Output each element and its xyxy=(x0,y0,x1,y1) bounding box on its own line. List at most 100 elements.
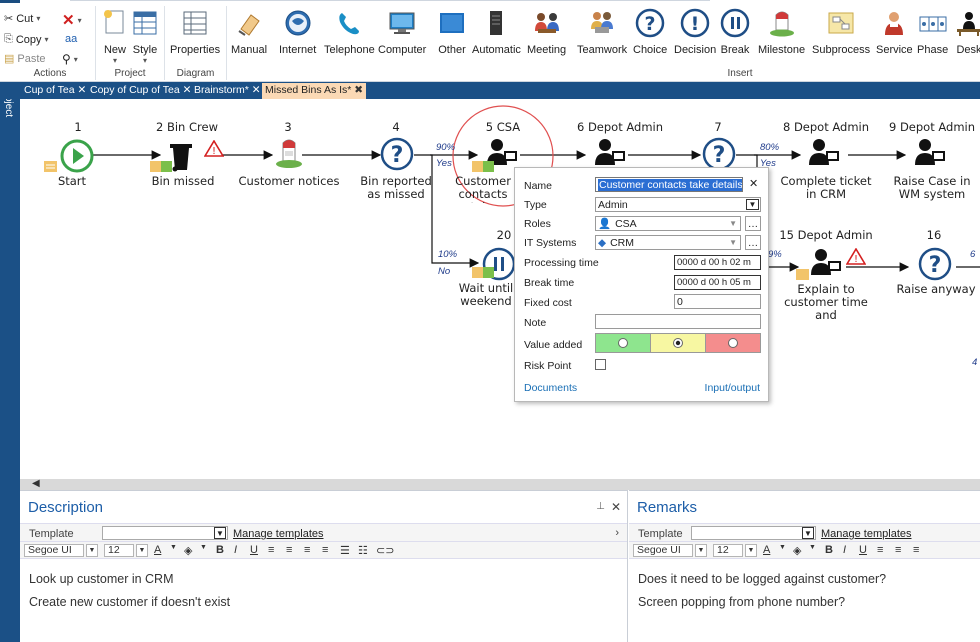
chevron-down-icon[interactable]: ▼ xyxy=(200,544,207,551)
chevron-down-icon[interactable]: ▼ xyxy=(695,544,707,557)
insert-subprocess-button[interactable]: Subprocess xyxy=(812,8,870,66)
documents-link[interactable]: Documents xyxy=(524,382,578,394)
description-text-line[interactable]: Look up customer in CRM xyxy=(29,572,174,586)
align-left-icon[interactable]: ≡ xyxy=(268,544,275,556)
link-icon[interactable]: ⊂⊃ xyxy=(376,545,395,557)
tab-missed-bins-as-is[interactable]: Missed Bins As Is* ✖ xyxy=(262,83,367,99)
italic-icon[interactable]: I xyxy=(234,544,238,556)
roles-select[interactable]: 👤 CSA ▼ xyxy=(595,216,741,231)
risk-point-checkbox[interactable] xyxy=(595,359,606,370)
note-icon[interactable] xyxy=(796,269,810,284)
cut-button[interactable]: ✂ Cut▾ xyxy=(4,12,41,26)
font-select[interactable]: Segoe UI xyxy=(633,544,693,557)
bold-icon[interactable]: B xyxy=(216,544,224,556)
insert-decision-button[interactable]: !Decision xyxy=(674,8,716,66)
properties-button[interactable]: Properties xyxy=(170,8,220,66)
justify-icon[interactable]: ≡ xyxy=(322,544,329,556)
insert-service-button[interactable]: Service xyxy=(876,8,913,66)
align-right-icon[interactable]: ≡ xyxy=(913,544,920,556)
description-text-line[interactable]: Create new customer if doesn't exist xyxy=(29,595,231,609)
close-icon[interactable]: ✕ xyxy=(610,500,621,514)
note-icon[interactable] xyxy=(150,161,174,176)
processing-time-field[interactable]: 0000 d 00 h 02 m xyxy=(674,255,761,270)
tab-copy-of-cup-of-tea[interactable]: Copy of Cup of Tea ✕ xyxy=(90,84,192,96)
bullet-list-icon[interactable]: ☰ xyxy=(340,545,350,557)
start-icon[interactable] xyxy=(60,139,94,176)
align-left-icon[interactable]: ≡ xyxy=(877,544,884,556)
align-right-icon[interactable]: ≡ xyxy=(304,544,311,556)
chevron-down-icon[interactable]: ▼ xyxy=(779,544,786,551)
it-systems-select[interactable]: ◆ CRM ▼ xyxy=(595,235,741,250)
new-button[interactable]: New ▾ xyxy=(100,8,130,66)
risk-warning-icon[interactable]: ! xyxy=(203,139,225,160)
chevron-down-icon[interactable]: ▼ xyxy=(86,544,98,557)
person-computer-icon[interactable] xyxy=(808,137,842,172)
insert-teamwork-button[interactable]: Teamwork xyxy=(577,8,627,66)
scroll-left-icon[interactable]: ◀ xyxy=(32,478,40,489)
type-select[interactable]: Admin ▼ xyxy=(595,197,761,212)
insert-phase-button[interactable]: Phase xyxy=(917,8,948,66)
underline-icon[interactable]: U xyxy=(859,544,867,556)
activity-properties-popup[interactable]: Name Customer contacts take details ✕ Ty… xyxy=(514,167,769,402)
remarks-text-line[interactable]: Screen popping from phone number? xyxy=(638,595,846,609)
note-icon[interactable] xyxy=(44,161,58,176)
name-field[interactable]: Customer contacts take details xyxy=(595,177,743,192)
font-select[interactable]: Segoe UI xyxy=(24,544,84,557)
chevron-down-icon[interactable]: ▼ xyxy=(809,544,816,551)
choice-icon[interactable]: ? xyxy=(702,137,736,174)
bin-icon[interactable] xyxy=(166,138,196,175)
diagram-canvas[interactable]: 1 Start 2 Bin Crew ! Bin missed 3 Custom… xyxy=(20,99,980,479)
manage-templates-link[interactable]: Manage templates xyxy=(821,528,912,540)
chevron-down-icon[interactable]: ▼ xyxy=(745,544,757,557)
size-select[interactable]: 12 xyxy=(104,544,134,557)
milestone-icon[interactable] xyxy=(274,137,304,174)
format-text-button[interactable]: aa xyxy=(65,33,78,45)
template-select[interactable]: ▼ xyxy=(691,526,816,540)
risk-warning-icon[interactable]: ! xyxy=(845,247,867,268)
insert-telephone-button[interactable]: Telephone xyxy=(324,8,375,66)
delete-button[interactable]: ✕▾ xyxy=(62,12,82,29)
size-select[interactable]: 12 xyxy=(713,544,743,557)
break-time-field[interactable]: 0000 d 00 h 05 m xyxy=(674,275,761,290)
value-added-green-option[interactable] xyxy=(596,334,651,352)
remarks-text-line[interactable]: Does it need to be logged against custom… xyxy=(638,572,887,586)
note-field[interactable] xyxy=(595,314,761,329)
fixed-cost-field[interactable]: 0 xyxy=(674,294,761,309)
expand-icon[interactable]: › xyxy=(615,527,619,539)
highlight-icon[interactable]: ◈ xyxy=(793,545,802,557)
note-icon[interactable] xyxy=(472,267,496,282)
manage-templates-link[interactable]: Manage templates xyxy=(233,528,324,540)
input-output-link[interactable]: Input/output xyxy=(704,382,760,394)
align-center-icon[interactable]: ≡ xyxy=(286,544,293,556)
close-popup-icon[interactable]: ✕ xyxy=(749,178,759,190)
tab-cup-of-tea[interactable]: Cup of Tea ✕ xyxy=(24,84,87,96)
pin-icon[interactable]: ⊥ xyxy=(596,501,605,512)
underline-icon[interactable]: U xyxy=(250,544,258,556)
choice-icon[interactable]: ? xyxy=(918,247,952,284)
value-added-yellow-option[interactable] xyxy=(651,334,706,352)
chevron-down-icon[interactable]: ▼ xyxy=(136,544,148,557)
font-color-icon[interactable]: A xyxy=(154,544,162,556)
note-icon[interactable] xyxy=(472,161,496,176)
person-computer-icon[interactable] xyxy=(594,137,628,172)
insert-computer-button[interactable]: Computer xyxy=(378,8,426,66)
person-computer-icon[interactable] xyxy=(810,247,844,282)
numbered-list-icon[interactable]: ☷ xyxy=(358,545,368,557)
roles-more-button[interactable]: … xyxy=(745,216,761,231)
insert-break-button[interactable]: Break xyxy=(720,8,750,66)
paste-button[interactable]: ▤ Paste xyxy=(4,52,46,66)
insert-internet-button[interactable]: Internet xyxy=(279,8,316,66)
italic-icon[interactable]: I xyxy=(843,544,847,556)
close-icon[interactable]: ✕ xyxy=(182,84,192,96)
highlight-icon[interactable]: ◈ xyxy=(184,545,193,557)
insert-milestone-button[interactable]: Milestone xyxy=(758,8,805,66)
insert-choice-button[interactable]: ?Choice xyxy=(633,8,667,66)
horizontal-scrollbar[interactable]: ◀ xyxy=(20,478,980,490)
tab-brainstorm[interactable]: Brainstorm* ✕ xyxy=(194,84,261,96)
align-center-icon[interactable]: ≡ xyxy=(895,544,902,556)
insert-manual-button[interactable]: Manual xyxy=(231,8,267,66)
insert-meeting-button[interactable]: Meeting xyxy=(527,8,566,66)
bold-icon[interactable]: B xyxy=(825,544,833,556)
find-button[interactable]: ⚲▾ xyxy=(62,52,78,66)
project-side-panel[interactable]: Project xyxy=(0,82,20,642)
